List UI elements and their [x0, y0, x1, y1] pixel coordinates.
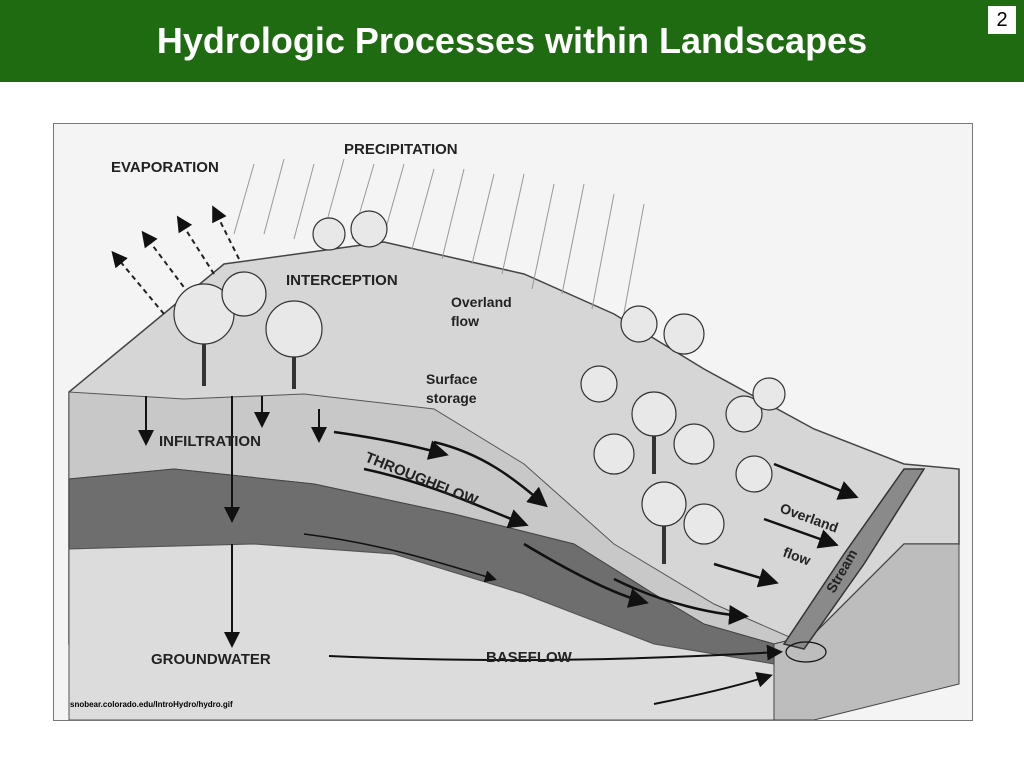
diagram-illustration: PRECIPITATION EVAPORATION INTERCEPTION O…: [68, 141, 960, 720]
label-surface-storage-1: Surface: [426, 371, 478, 387]
infiltration-arrows: [138, 396, 327, 648]
trees: [173, 210, 786, 545]
evaporation-arrows: [111, 205, 240, 315]
tree-trunks: [202, 344, 666, 564]
page-number: 2: [988, 6, 1016, 34]
stream-outlet: [785, 641, 827, 663]
label-baseflow: BASEFLOW: [486, 649, 573, 666]
label-overland-flow-top-1: Overland: [451, 294, 512, 310]
label-groundwater: GROUNDWATER: [151, 651, 271, 668]
slide-title: Hydrologic Processes within Landscapes: [156, 20, 868, 61]
baseflow-arrows: [328, 644, 783, 705]
label-overland-flow-top-2: flow: [451, 313, 479, 329]
label-infiltration: INFILTRATION: [159, 433, 261, 450]
groundwater-zone: [68, 543, 815, 720]
label-evaporation: EVAPORATION: [111, 159, 219, 176]
stream-bank: [773, 543, 960, 720]
stream-channel: [782, 468, 926, 650]
throughflow-arrows: [333, 430, 749, 625]
overland-flow-arrows: [713, 462, 859, 588]
label-precipitation: PRECIPITATION: [344, 141, 458, 158]
label-interception: INTERCEPTION: [286, 272, 398, 289]
source-credit: snobear.colorado.edu/IntroHydro/hydro.gi…: [70, 700, 233, 709]
label-surface-storage-2: storage: [426, 390, 477, 406]
hydrologic-diagram: PRECIPITATION EVAPORATION INTERCEPTION O…: [53, 123, 973, 721]
title-bar: [0, 0, 1024, 82]
subsurface-flow-arrow: [303, 533, 497, 583]
